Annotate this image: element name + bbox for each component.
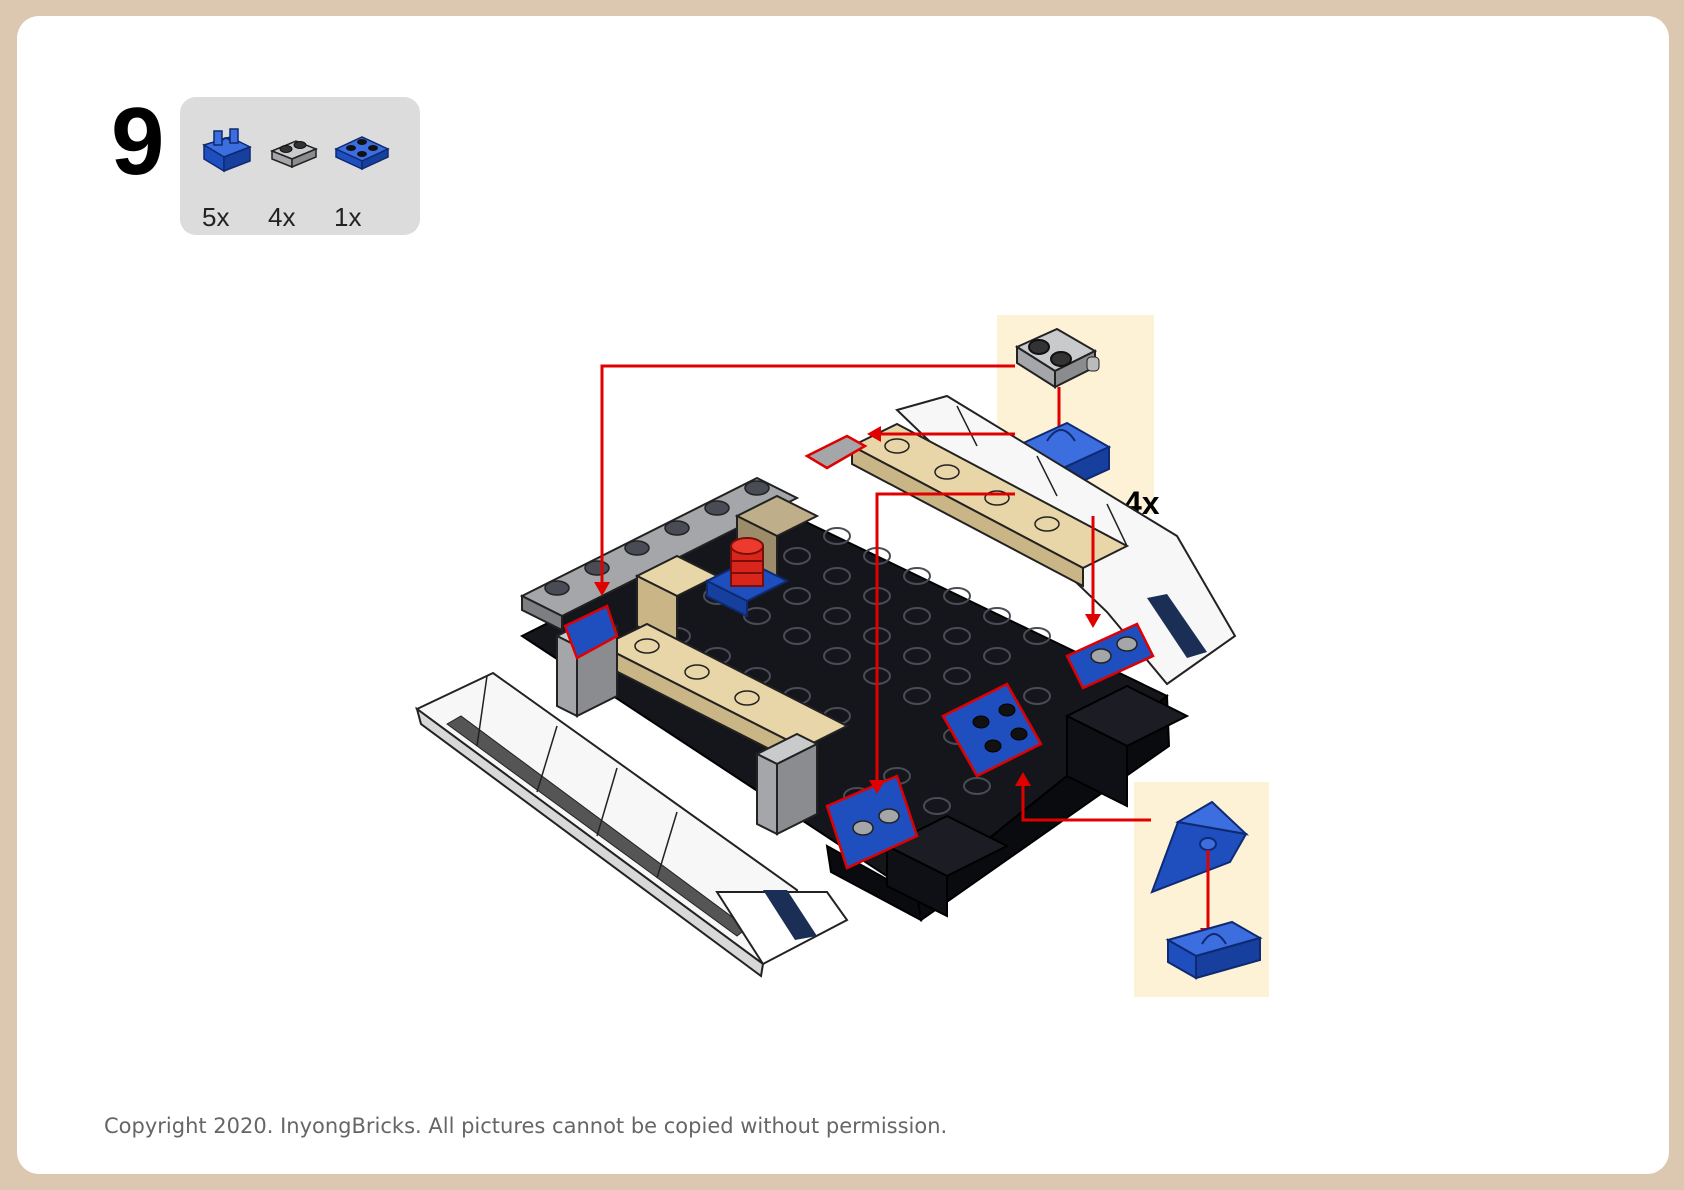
instruction-page: 9 5x 4x [17, 16, 1669, 1174]
build-illustration [17, 16, 1669, 1174]
copyright-notice: Copyright 2020. InyongBricks. All pictur… [104, 1114, 947, 1138]
